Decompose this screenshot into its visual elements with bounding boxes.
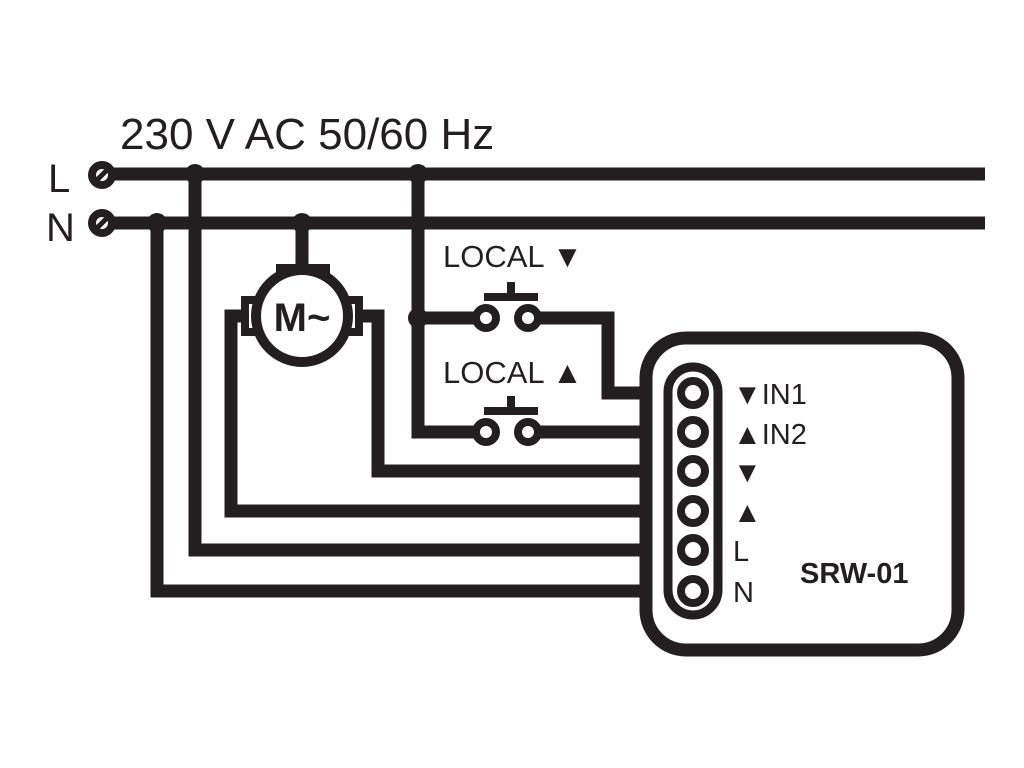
pin-label-in2: ▲IN2 — [733, 419, 807, 451]
local-up-push-button — [472, 396, 542, 446]
module-terminal — [677, 416, 709, 448]
module-terminal — [677, 455, 709, 487]
live-input-terminal — [88, 161, 116, 189]
neutral-line-label: N — [46, 206, 75, 250]
module-terminal — [677, 377, 709, 409]
live-line-label: L — [48, 157, 70, 201]
pin-label-up: ▲ — [733, 497, 762, 529]
motor-label: M~ — [274, 296, 331, 340]
neutral-wire-to-module — [150, 223, 680, 598]
srw-01-module — [639, 331, 965, 657]
module-name: SRW-01 — [800, 558, 908, 590]
module-terminal — [677, 495, 709, 527]
motor-symbol: M~ — [241, 264, 363, 367]
motor-down-wire — [357, 309, 680, 478]
live-wire-to-module — [188, 174, 680, 557]
local-down-label: LOCAL ▼ — [443, 239, 583, 274]
pin-label-down: ▼ — [733, 457, 762, 489]
motor-up-wire — [224, 309, 680, 518]
local-down-push-button — [472, 282, 542, 332]
pin-label-neutral: N — [733, 577, 754, 609]
module-terminal — [677, 534, 709, 566]
neutral-input-terminal — [88, 209, 116, 237]
switch-feed-wire — [411, 174, 476, 439]
pin-label-live: L — [733, 536, 749, 568]
local-up-label: LOCAL ▲ — [443, 355, 583, 390]
pin-label-in1: ▼IN1 — [733, 379, 807, 411]
module-terminal — [677, 575, 709, 607]
supply-label: 230 V AC 50/60 Hz — [120, 110, 494, 159]
